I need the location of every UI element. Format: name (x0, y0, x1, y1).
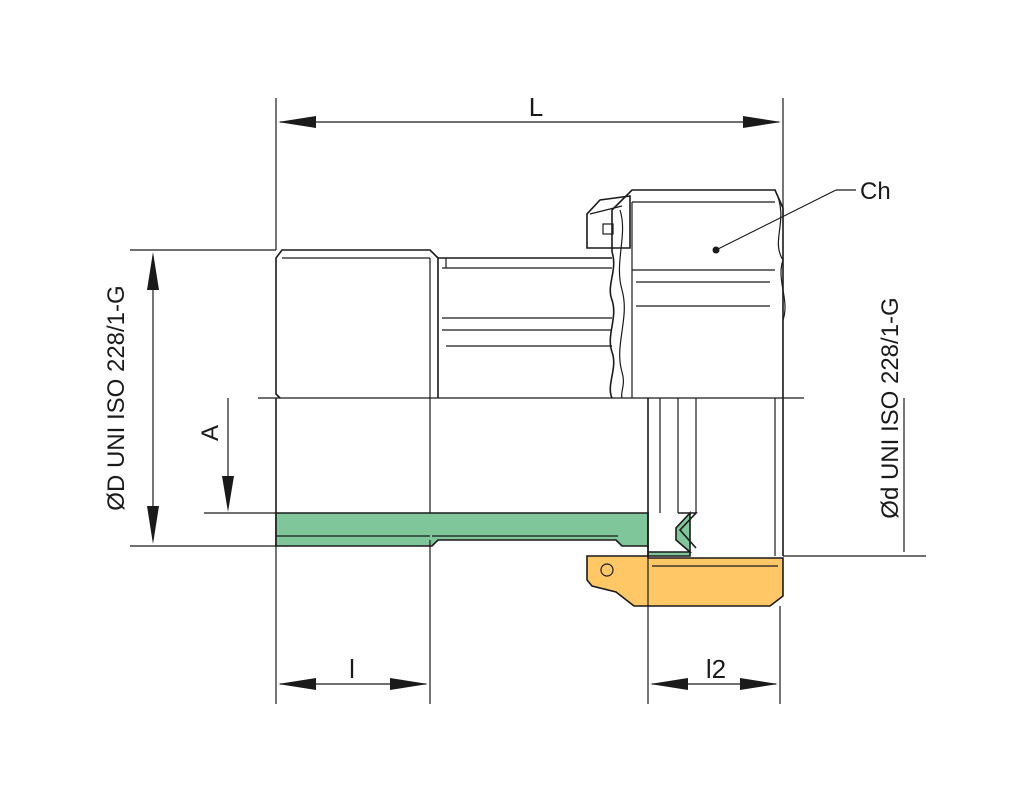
dimension-d: Ød UNI ISO 228/1-G (783, 297, 926, 557)
dimension-L: L (275, 92, 784, 250)
label-l2: l2 (706, 654, 726, 684)
dimension-l: l (275, 540, 431, 704)
fitting-lower-section (275, 398, 784, 607)
fitting-upper-body (275, 189, 786, 399)
label-L: L (529, 92, 543, 122)
label-D-thread: ØD UNI ISO 228/1-G (103, 285, 130, 510)
label-A: A (197, 425, 224, 441)
dimension-l2: l2 (647, 606, 781, 704)
dimension-A: A (197, 398, 276, 514)
label-d-thread: Ød UNI ISO 228/1-G (877, 297, 904, 518)
dimension-Ch: Ch (712, 178, 891, 254)
label-l: l (349, 654, 355, 684)
seal-green (275, 510, 693, 557)
gasket-orange (586, 555, 784, 607)
dimension-D: ØD UNI ISO 228/1-G (103, 249, 276, 547)
label-Ch: Ch (860, 178, 891, 205)
